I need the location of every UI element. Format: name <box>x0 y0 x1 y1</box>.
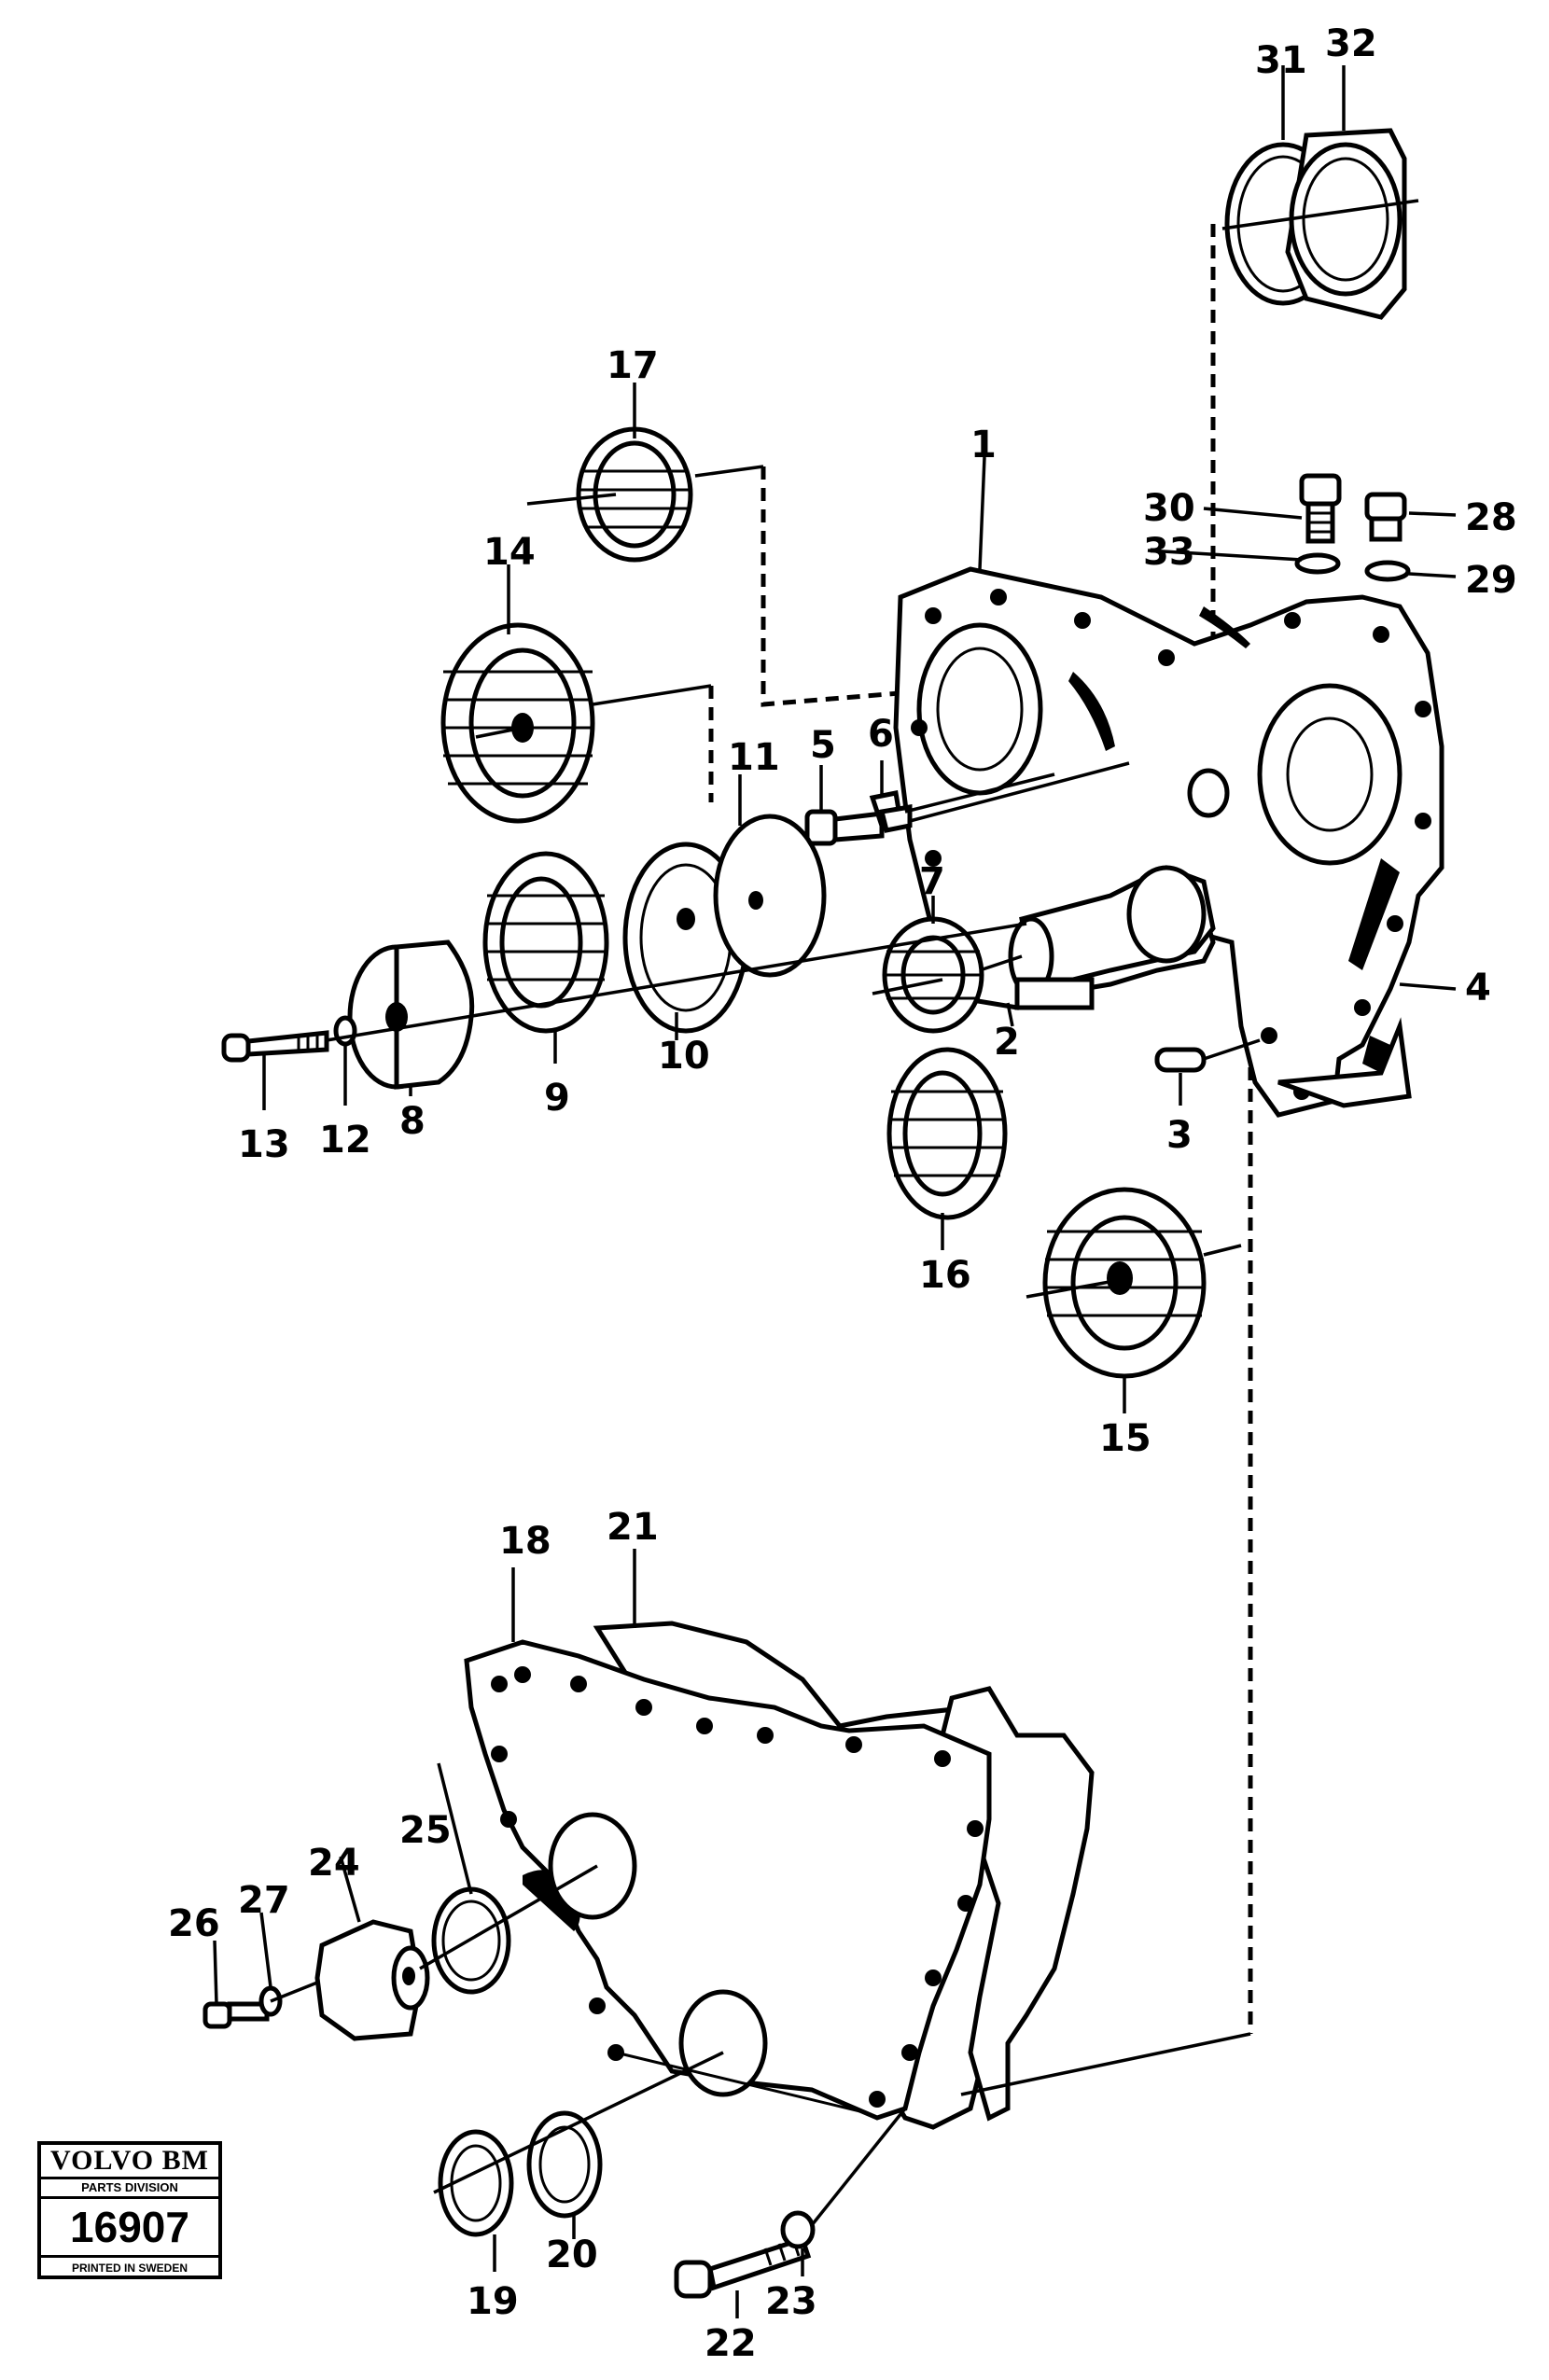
cap-axis <box>270 1981 318 2003</box>
label-23: 23 <box>765 2280 817 2323</box>
bolt-5 <box>804 809 885 846</box>
label-8: 8 <box>399 1100 426 1143</box>
stamp-division: PARTS DIVISION <box>41 2179 218 2199</box>
bolt-22-axis <box>810 2107 907 2227</box>
timing-gear-housing <box>893 566 1444 1118</box>
label-11: 11 <box>728 736 780 779</box>
drive-shaft-assembly <box>1008 865 1216 1010</box>
gear-17-axis <box>526 465 764 506</box>
disc-11 <box>713 814 827 978</box>
pin-3-axis <box>1203 1038 1261 1061</box>
front-axis <box>326 922 1027 1042</box>
label-33: 33 <box>1143 531 1195 574</box>
ring-25-axis <box>419 1864 598 1970</box>
pin-3 <box>1154 1047 1207 1073</box>
label-15: 15 <box>1099 1417 1151 1460</box>
label-9: 9 <box>544 1077 570 1120</box>
label-4: 4 <box>1465 967 1491 1009</box>
label-7: 7 <box>919 860 945 903</box>
cap-24 <box>314 1919 430 2041</box>
seal-plate-32 <box>1285 128 1407 320</box>
label-17: 17 <box>607 344 659 387</box>
label-12: 12 <box>319 1119 371 1162</box>
label-27: 27 <box>238 1879 290 1922</box>
label-31: 31 <box>1255 39 1307 82</box>
washer-12 <box>333 1015 357 1047</box>
label-19: 19 <box>467 2280 519 2323</box>
label-1: 1 <box>970 424 997 466</box>
gear-16 <box>886 1047 1008 1220</box>
lower-cover-18 <box>464 1639 992 2121</box>
gear-15-axis <box>1026 1244 1242 1299</box>
bolt-22 <box>674 2235 812 2299</box>
label-18: 18 <box>499 1520 551 1563</box>
bolt-axis <box>904 772 1055 814</box>
gear-17 <box>576 426 693 563</box>
label-32: 32 <box>1325 22 1377 65</box>
label-16: 16 <box>919 1254 971 1297</box>
housing-bracket <box>1277 1017 1412 1108</box>
gear-7-axis <box>872 954 1023 995</box>
gear-14 <box>440 622 595 824</box>
hub-8 <box>347 939 475 1090</box>
seal-axis <box>1221 199 1419 230</box>
label-5: 5 <box>810 724 836 767</box>
plug-30 <box>1299 473 1342 544</box>
leader-lines <box>213 65 1457 2318</box>
plug-28 <box>1364 492 1407 542</box>
label-24: 24 <box>308 1842 360 1885</box>
label-6: 6 <box>868 713 894 756</box>
label-28: 28 <box>1465 496 1517 539</box>
lower-cover-link <box>960 2032 1251 2096</box>
label-21: 21 <box>607 1506 659 1549</box>
label-25: 25 <box>399 1809 452 1852</box>
gear-7 <box>882 916 984 1034</box>
label-2: 2 <box>994 1021 1020 1064</box>
bolt-26 <box>202 2001 270 2029</box>
bracket-6 <box>869 790 913 833</box>
label-26: 26 <box>168 1902 220 1945</box>
washer-23 <box>780 2210 816 2249</box>
seal-axis-lower <box>433 2051 724 2194</box>
label-14: 14 <box>483 531 536 574</box>
stamp-printed: PRINTED IN SWEDEN <box>71 2262 188 2275</box>
part-labels: 31 32 17 1 30 28 14 33 29 11 5 6 7 4 2 1… <box>168 22 1517 2365</box>
stamp-brand: VOLVO BM <box>41 2145 218 2179</box>
volvo-bm-stamp: VOLVO BM PARTS DIVISION 16907 PRINTED IN… <box>37 2141 222 2279</box>
label-22: 22 <box>705 2322 757 2365</box>
bracket-axis <box>909 761 1130 823</box>
label-10: 10 <box>658 1035 710 1078</box>
label-29: 29 <box>1465 559 1517 602</box>
label-13: 13 <box>238 1123 290 1166</box>
label-20: 20 <box>546 2234 598 2276</box>
assembly-line-gear-17 <box>761 466 934 707</box>
label-30: 30 <box>1143 487 1195 530</box>
label-3: 3 <box>1166 1114 1193 1157</box>
bolt-13 <box>221 1030 329 1063</box>
gear-14-axis <box>475 684 712 739</box>
gear-15 <box>1042 1187 1207 1379</box>
washer-33 <box>1294 552 1341 575</box>
stamp-number: 16907 <box>41 2199 218 2258</box>
gear-9 <box>482 851 609 1034</box>
washer-29 <box>1364 560 1411 582</box>
